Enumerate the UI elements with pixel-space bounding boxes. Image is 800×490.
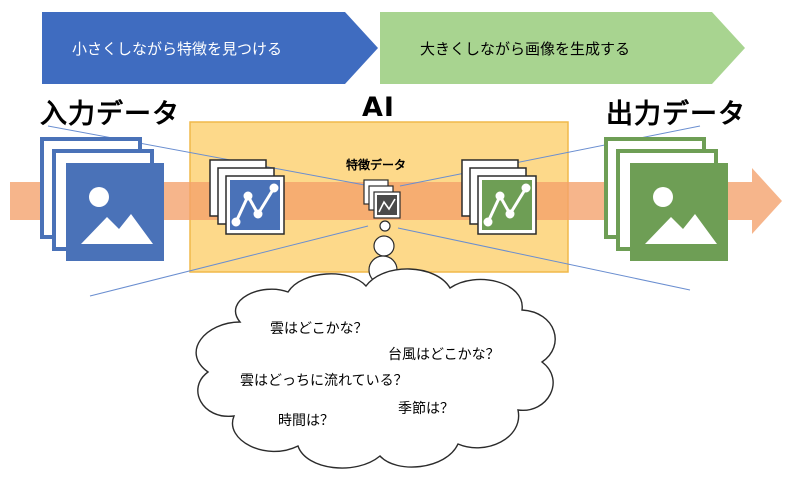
input-label: 入力データ <box>40 99 180 130</box>
thought-1: 雲はどこかな？ <box>270 321 368 337</box>
decode-banner-text: 大きくしながら画像を生成する <box>420 40 631 58</box>
decode-banner <box>380 12 745 84</box>
latent-feature-maps <box>363 179 401 219</box>
thought-cloud <box>195 268 556 469</box>
thought-2: 台風はどこかな？ <box>388 347 500 363</box>
output-label: 出力データ <box>606 99 746 130</box>
input-image-stack <box>40 137 164 261</box>
encode-banner-text: 小さくしながら特徴を見つける <box>72 40 283 58</box>
encoder-feature-maps <box>209 159 285 235</box>
line-chart-icon <box>231 183 279 227</box>
mountain-image-icon <box>645 187 717 244</box>
thought-4: 季節は？ <box>398 401 454 417</box>
features-label: 特徴データ <box>346 158 407 172</box>
decoder-feature-maps <box>461 159 537 235</box>
output-image-stack <box>604 137 728 261</box>
encode-banner <box>42 12 378 84</box>
connector-lines <box>47 125 701 297</box>
thought-5: 時間は？ <box>278 413 334 429</box>
line-chart-icon <box>483 183 531 227</box>
thought-3: 雲はどっちに流れている？ <box>240 373 408 389</box>
ai-label: AI <box>362 92 395 123</box>
mountain-image-icon <box>81 187 153 244</box>
